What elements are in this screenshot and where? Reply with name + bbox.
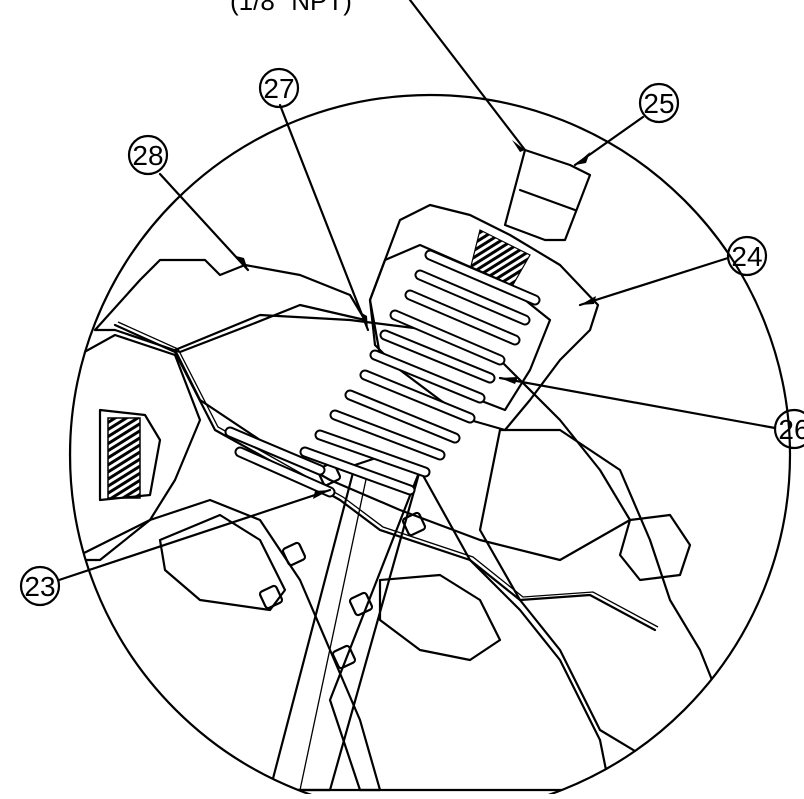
upper-housing-28 [93,258,367,354]
right-bolt [618,513,692,582]
spring-coil-inner [371,351,484,402]
lower-right-body [328,468,612,792]
detail-boundary-circle [69,94,791,799]
top-note: (1/8" NPT) [230,0,352,16]
o-ring-3 [348,591,374,617]
lower-right-cavity [378,573,502,662]
callout-28-circle [127,134,169,176]
arrow-25 [575,152,590,165]
o-ring-4 [331,644,357,670]
callout-23-circle [19,565,61,607]
spring-coil-inner [236,448,334,496]
callout-28-label: 28 [132,140,163,171]
callout-26-label: 26 [778,414,804,445]
valve-stem-centerline [299,469,369,791]
valve-stem [268,453,422,792]
arrow-top-note [512,140,525,152]
spring-coil-inner [331,411,444,459]
spring-coil-inner [361,371,474,422]
arrow-27 [360,312,368,330]
arrow-26 [500,377,518,384]
callout-23-label: 23 [24,571,55,602]
callout-25-label: 25 [643,88,674,119]
arrow-24 [580,296,596,305]
o-ring-1 [281,541,307,567]
callout-25-circle [638,82,680,124]
left-port-threads [107,417,141,499]
diaphragm-edge [117,321,659,628]
callout-27: 27 [258,67,300,109]
leader-24 [578,256,730,307]
vent-plug-edge [518,188,577,212]
leader-28 [158,172,250,272]
left-port [98,408,162,502]
callout-24-label: 24 [731,241,762,272]
spring-coil-inner [391,311,504,364]
callout-28: 28 [127,134,169,176]
o-ring-6 [401,511,427,537]
leader-26 [498,376,777,430]
spring-coil-inner [426,251,539,304]
leader-top-note [408,0,527,152]
callout-24-circle [726,235,768,277]
callout-27-label: 27 [263,73,294,104]
spring-coil-inner [381,331,494,382]
spring-coil-inner [346,391,459,442]
assembly-body [70,148,722,792]
o-ring-5 [316,461,342,487]
vent-plug-25 [503,148,592,242]
callout-26: 26 [773,408,804,450]
spring-coil-inner [316,431,429,476]
spring-coil-inner [226,428,324,474]
diaphragm [113,323,657,632]
spring-coil-inner [301,448,414,494]
o-ring-2 [258,584,284,610]
callout-27-circle [258,67,300,109]
leader-lines [57,0,777,582]
callout-24: 24 [726,235,768,277]
callout-25: 25 [638,82,680,124]
spring-coil-inner [406,291,519,344]
spring-26 [224,249,541,498]
arrow-28 [236,256,248,270]
spring-coil-inner [416,271,529,324]
arrow-23 [313,490,330,499]
leader-23 [57,488,332,582]
lower-left-cavity [158,513,287,612]
callout-26-circle [773,408,804,450]
callout-23: 23 [19,565,61,607]
leader-27 [278,103,370,332]
